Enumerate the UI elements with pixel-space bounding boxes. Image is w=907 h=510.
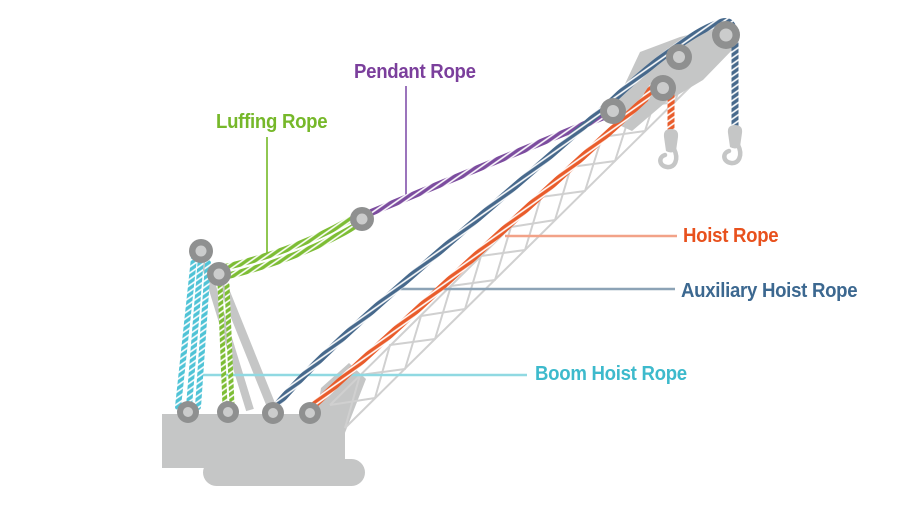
boom-head-pulley-hoist (650, 75, 676, 101)
crane-body (162, 363, 366, 468)
hoist-rope (309, 76, 675, 410)
pendant-rope-label: Pendant Rope (354, 61, 476, 83)
luffing-rope (217, 212, 361, 409)
luffing-rope-label: Luffing Rope (216, 111, 328, 133)
winch-drum-auxiliary (262, 402, 284, 424)
hoist-hook-icon (658, 129, 679, 170)
boom-hoist-rope-label: Boom Hoist Rope (535, 363, 687, 385)
winch-drum-boom-hoist (177, 401, 199, 423)
boom-head-pulley-lower (600, 98, 626, 124)
winch-drum-hoist (299, 402, 321, 424)
winch-drum-luffing (217, 401, 239, 423)
mast-top-pulley (189, 239, 213, 263)
auxiliary-hook-icon (722, 125, 743, 166)
hoist-rope-label: Hoist Rope (683, 225, 779, 247)
boom-tip-pulley (712, 21, 740, 49)
luffing-bridle-pulley (350, 207, 374, 231)
mast-lower-pulley (207, 262, 231, 286)
auxiliary-hoist-rope-label: Auxiliary Hoist Rope (681, 280, 858, 302)
boom-hoist-rope (175, 254, 211, 410)
pulleys (177, 21, 740, 424)
boom-head-pulley-mid (666, 44, 692, 70)
pendant-rope (361, 110, 614, 219)
